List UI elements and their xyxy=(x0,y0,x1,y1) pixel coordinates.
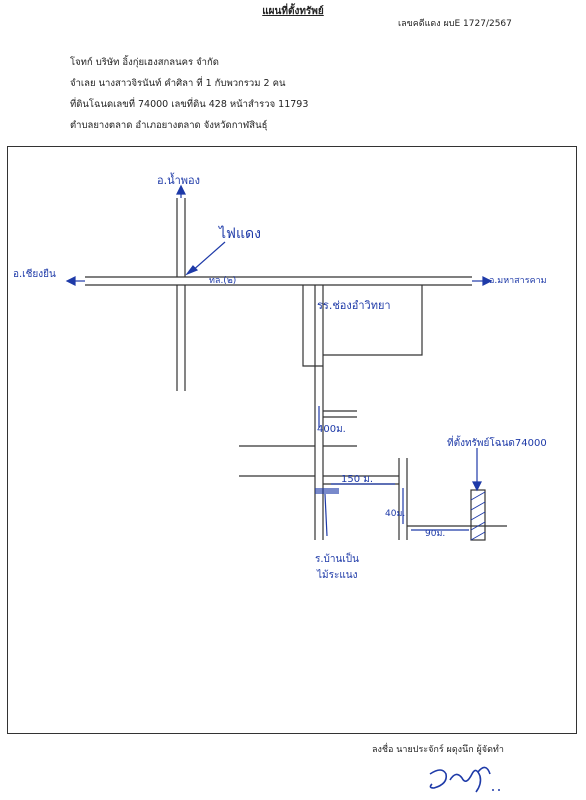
map-frame xyxy=(7,146,577,734)
label-village-1: ร.บ้านเป็น xyxy=(315,551,359,565)
plaintiff-line: โจทก์ บริษัท อิ้งกุ่ยเฮงสกลนคร จำกัด xyxy=(70,57,219,68)
label-road: ทล.(๒) xyxy=(209,276,236,286)
signature-label: ลงชื่อ นายประจักร์ ผดุงนึก ผู้จัดทำ xyxy=(372,745,504,755)
property-arrow-icon xyxy=(472,481,482,492)
case-number: เลขคดีแดง ผบE 1727/2567 xyxy=(398,19,512,29)
signature-mark xyxy=(429,766,500,793)
property-hatch xyxy=(470,491,486,541)
label-north: อ.น้ำพอง xyxy=(157,172,200,187)
label-village-2: ไม้ระแนง xyxy=(316,569,358,581)
label-property: ที่ตั้งทรัพย์โฉนด74000 xyxy=(447,435,547,449)
label-dist-150: 150 ม. xyxy=(341,474,373,485)
label-east: อ.มหาสารคาม xyxy=(489,276,547,286)
label-school: รร.ช่องอำวิทยา xyxy=(317,299,391,312)
traffic-light-arrow-icon xyxy=(185,265,199,276)
page-title: แผนที่ตั้งทรัพย์ xyxy=(262,6,324,17)
location-map: อ.น้ำพอง ไฟแดง อ.เชียงยืน ทล.(๒) อ.มหาสา… xyxy=(13,172,547,581)
defendant-line: จำเลย นางสาวจิรนันท์ คำศิลา ที่ 1 กับพวก… xyxy=(70,78,286,89)
school-block-bottom xyxy=(323,285,423,356)
west-arrow-icon xyxy=(65,276,76,286)
label-dist-40: 40ม. xyxy=(385,509,405,519)
label-dist-400: 400ม. xyxy=(317,424,346,435)
traffic-light-pointer xyxy=(190,241,226,273)
label-dist-90: 90ม. xyxy=(425,529,445,539)
label-west: อ.เชียงยืน xyxy=(13,268,56,280)
village-marker xyxy=(315,488,339,494)
east-arrow-icon xyxy=(482,276,493,286)
school-block-edge xyxy=(302,285,323,367)
location-line: ตำบลยางตลาด อำเภอยางตลาด จังหวัดกาฬสินธุ… xyxy=(70,120,268,131)
land-deed-line: ที่ดินโฉนดเลขที่ 74000 เลขที่ดิน 428 หน้… xyxy=(70,99,309,110)
label-traffic-light: ไฟแดง xyxy=(218,225,261,242)
village-pointer xyxy=(324,493,328,537)
property-block xyxy=(470,489,486,541)
north-arrow-icon xyxy=(176,184,186,195)
